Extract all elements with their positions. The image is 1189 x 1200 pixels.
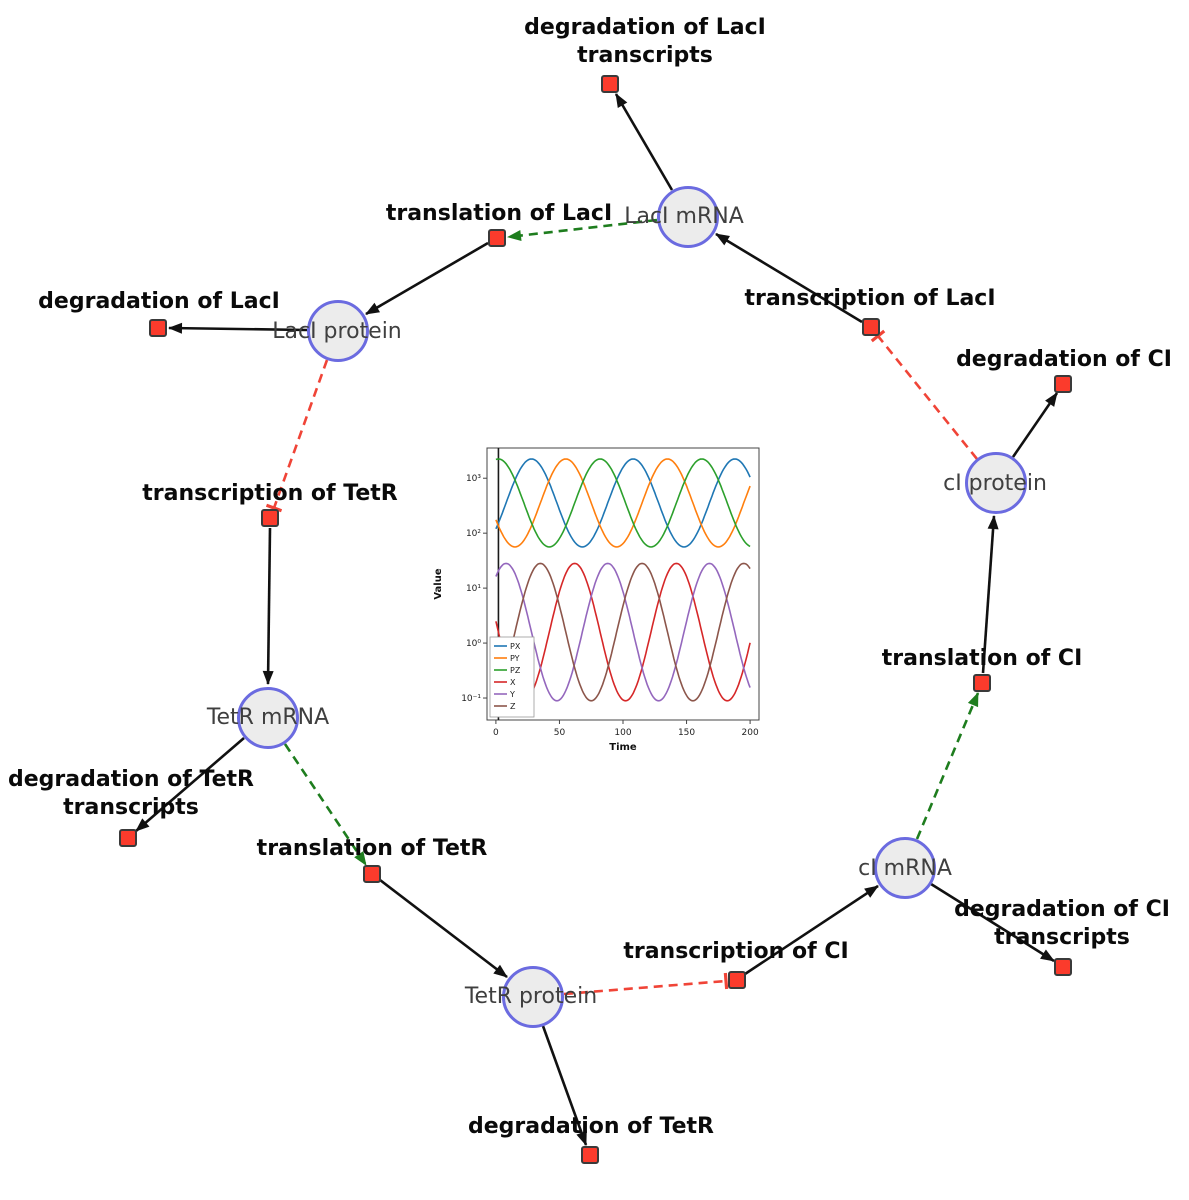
legend-label-PY: PY (510, 654, 520, 663)
edge-laci-mrna-to-degradation-of-laci-transcripts (614, 93, 674, 191)
y-tick-label: 10³ (466, 474, 481, 484)
species-label-laci-mrna: LacI mRNA (624, 204, 744, 229)
reaction-label-translation-of-ci: translation of CI (881, 646, 1083, 671)
reaction-label-transcription-of-tetr: transcription of TetR (142, 481, 398, 506)
series-PX (495, 458, 751, 548)
edge-ci-mrna-to-degradation-of-ci-transcripts (930, 882, 1055, 963)
reaction-label-degradation-of-tetr: degradation of TetR (467, 1114, 714, 1139)
reaction-label-degradation-of-laci: degradation of LacI (38, 289, 280, 314)
species-node-ci-mrna (874, 837, 936, 899)
reaction-label-degradation-of-ci: degradation of CI (956, 347, 1172, 372)
x-tick-label: 50 (554, 728, 566, 738)
edge-tetr-protein-inhibits-transcription-of-ci (563, 972, 729, 996)
x-tick-label: 0 (493, 728, 499, 738)
species-label-ci-protein: cI protein (943, 471, 1047, 496)
reaction-node-degradation-of-tetr-transcripts (119, 829, 137, 847)
y-axis-label: Value (433, 568, 444, 599)
species-node-ci-protein (965, 452, 1027, 514)
reaction-node-degradation-of-ci-transcripts (1054, 958, 1072, 976)
edge-translation-of-ci-to-ci-protein (981, 515, 999, 674)
species-label-ci-mrna: cI mRNA (858, 856, 952, 881)
legend-label-X: X (510, 678, 516, 687)
reaction-node-translation-of-tetr (363, 865, 381, 883)
edge-laci-mrna-modifier-translation-of-laci (507, 218, 658, 241)
reaction-label-degradation-of-ci-transcripts: degradation of CI transcripts (954, 897, 1170, 950)
x-tick-label: 100 (614, 728, 631, 738)
species-label-tetr-mrna: TetR mRNA (206, 705, 330, 730)
reaction-node-degradation-of-ci (1054, 375, 1072, 393)
reaction-node-degradation-of-laci (149, 319, 167, 337)
reaction-node-translation-of-ci (973, 674, 991, 692)
species-node-laci-mrna (657, 186, 719, 248)
reaction-label-transcription-of-ci: transcription of CI (623, 939, 849, 964)
edge-translation-of-tetr-to-tetr-protein (379, 878, 508, 979)
y-tick-label: 10² (466, 529, 481, 539)
x-tick-label: 200 (742, 728, 759, 738)
reaction-label-translation-of-laci: translation of LacI (385, 201, 613, 226)
legend-label-PZ: PZ (510, 666, 521, 675)
legend-label-PX: PX (510, 642, 521, 651)
edge-ci-protein-inhibits-transcription-of-laci (870, 329, 979, 460)
x-axis-label: Time (609, 742, 637, 753)
edge-transcription-of-ci-to-ci-mrna (744, 884, 879, 976)
y-tick-label: 10⁻¹ (461, 694, 481, 704)
species-node-tetr-mrna (237, 687, 299, 749)
reaction-node-degradation-of-laci-transcripts (601, 75, 619, 93)
edge-ci-protein-to-degradation-of-ci (1011, 392, 1059, 458)
edge-tetr-mrna-to-degradation-of-tetr-transcripts (135, 737, 245, 832)
series-X (495, 562, 751, 702)
edge-ci-mrna-modifier-translation-of-ci (915, 692, 980, 840)
reaction-node-transcription-of-laci (862, 318, 880, 336)
species-label-tetr-protein: TetR protein (464, 984, 598, 1009)
species-label-laci-protein: LacI protein (272, 319, 402, 344)
reaction-node-degradation-of-tetr (581, 1146, 599, 1164)
edge-transcription-of-laci-to-laci-mrna (715, 232, 863, 324)
series-PY (495, 458, 751, 548)
edge-tetr-mrna-modifier-translation-of-tetr (283, 743, 368, 866)
edge-transcription-of-tetr-to-tetr-mrna (262, 527, 274, 685)
series-Y (495, 562, 751, 702)
series-Z (495, 562, 751, 702)
reaction-label-translation-of-tetr: translation of TetR (256, 836, 488, 861)
reaction-label-transcription-of-laci: transcription of LacI (744, 286, 996, 311)
reaction-node-transcription-of-ci (728, 971, 746, 989)
legend-label-Y: Y (509, 690, 515, 699)
x-tick-label: 150 (678, 728, 695, 738)
reaction-node-transcription-of-tetr (261, 509, 279, 527)
edge-tetr-protein-to-degradation-of-tetr (541, 1025, 588, 1146)
edge-translation-of-laci-to-laci-protein (365, 241, 489, 316)
series-PZ (495, 458, 751, 548)
legend-label-Z: Z (510, 702, 516, 711)
y-tick-label: 10⁰ (466, 639, 481, 649)
reaction-node-translation-of-laci (488, 229, 506, 247)
species-node-tetr-protein (502, 966, 564, 1028)
reaction-label-degradation-of-tetr-transcripts: degradation of TetR transcripts (7, 767, 254, 820)
legend-box (489, 636, 535, 718)
species-node-laci-protein (307, 300, 369, 362)
reaction-label-degradation-of-laci-transcripts: degradation of LacI transcripts (524, 15, 766, 68)
edge-laci-protein-to-degradation-of-laci (168, 322, 308, 334)
edge-laci-protein-inhibits-transcription-of-tetr (265, 359, 329, 513)
y-tick-label: 10¹ (466, 584, 481, 594)
